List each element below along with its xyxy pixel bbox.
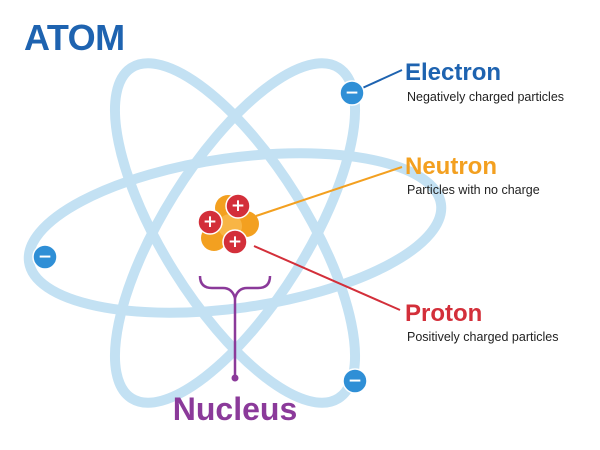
- electron-particle: −: [339, 80, 365, 106]
- proton-label: Proton: [405, 300, 482, 327]
- orbit-tilt-left: [109, 58, 361, 408]
- diagram-title: ATOM: [24, 17, 125, 58]
- nucleus-cluster: + + +: [197, 193, 259, 255]
- orbit-tilt-right: [109, 58, 361, 408]
- svg-text:+: +: [228, 232, 242, 252]
- neutron-description: Particles with no charge: [407, 183, 540, 197]
- pointer-lines: [253, 69, 403, 311]
- svg-text:−: −: [348, 371, 362, 391]
- svg-text:+: +: [203, 212, 217, 232]
- neutron-label: Neutron: [405, 153, 497, 180]
- electron-description: Negatively charged particles: [407, 90, 564, 104]
- proton-description: Positively charged particles: [407, 330, 558, 344]
- nucleus-bracket: [198, 275, 272, 382]
- electron-pointer-line: [357, 69, 403, 91]
- svg-text:+: +: [231, 196, 245, 216]
- electron-particle: −: [32, 244, 58, 270]
- svg-text:−: −: [38, 247, 52, 267]
- svg-text:−: −: [345, 83, 359, 103]
- neutron-pointer-line: [255, 166, 403, 217]
- orbits: [23, 58, 447, 408]
- nucleus-label: Nucleus: [173, 391, 297, 427]
- orbit-horizontal: [23, 148, 447, 318]
- proton-particle: +: [222, 229, 248, 255]
- proton-pointer-line: [253, 245, 401, 311]
- electron-particle: −: [342, 368, 368, 394]
- electron-label: Electron: [405, 59, 501, 86]
- proton-particle: +: [225, 193, 251, 219]
- proton-particle: +: [197, 209, 223, 235]
